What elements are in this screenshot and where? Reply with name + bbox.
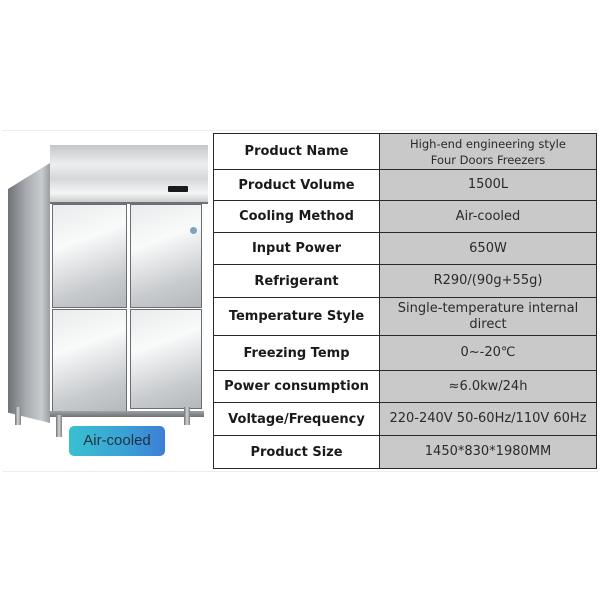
spec-label: Power consumption (213, 370, 380, 403)
freezer-base (50, 411, 204, 417)
table-row: Product Name High-end engineering style … (213, 133, 597, 170)
freezer-door-bottom-right (130, 309, 202, 409)
freezer-door-top-right (130, 204, 202, 308)
spec-label: Product Name (213, 133, 380, 170)
table-row: Product Volume 1500L (213, 169, 597, 201)
spec-value: 0~-20℃ (379, 335, 597, 371)
spec-label: Temperature Style (213, 297, 380, 336)
freezer-leg-icon (56, 415, 62, 437)
freezer-control-header (50, 180, 208, 204)
table-row: Voltage/Frequency 220-240V 50-60Hz/110V … (213, 402, 597, 436)
table-row: Input Power 650W (213, 232, 597, 265)
spec-label: Cooling Method (213, 200, 380, 233)
spec-value: High-end engineering style Four Doors Fr… (379, 133, 597, 170)
spec-value: ≈6.0kw/24h (379, 370, 597, 403)
spec-label: Freezing Temp (213, 335, 380, 371)
freezer-door-top-left (52, 204, 127, 308)
spec-value: R290/(90g+55g) (379, 264, 597, 298)
freezer-door-bottom-left (52, 309, 127, 413)
table-row: Freezing Temp 0~-20℃ (213, 335, 597, 371)
spec-value: 1450*830*1980MM (379, 435, 597, 469)
spec-value: Air-cooled (379, 200, 597, 233)
freezer-side-panel (8, 163, 50, 423)
brand-logo-icon (190, 227, 197, 234)
spec-value-line: Single-temperature internal (397, 300, 579, 316)
spec-value-line: direct (469, 316, 507, 332)
freezer-leg-icon (184, 407, 190, 425)
spec-label: Voltage/Frequency (213, 402, 380, 436)
spec-label: Input Power (213, 232, 380, 265)
spec-value: Single-temperature internal direct (379, 297, 597, 336)
freezer-leg-icon (15, 407, 21, 425)
spec-label: Product Size (213, 435, 380, 469)
spec-value: 220-240V 50-60Hz/110V 60Hz (379, 402, 597, 436)
freezer-top-panel (50, 145, 208, 182)
spec-table: Product Name High-end engineering style … (213, 133, 597, 469)
product-image-freezer (8, 145, 208, 440)
spec-value-line: High-end engineering style (410, 136, 566, 151)
table-row: Product Size 1450*830*1980MM (213, 435, 597, 469)
table-row: Temperature Style Single-temperature int… (213, 297, 597, 336)
cooling-type-badge: Air-cooled (69, 426, 165, 456)
freezer-display-icon (168, 186, 188, 192)
spec-value: 1500L (379, 169, 597, 201)
content-frame (2, 130, 598, 472)
table-row: Power consumption ≈6.0kw/24h (213, 370, 597, 403)
spec-value: 650W (379, 232, 597, 265)
table-row: Cooling Method Air-cooled (213, 200, 597, 233)
table-row: Refrigerant R290/(90g+55g) (213, 264, 597, 298)
spec-label: Product Volume (213, 169, 380, 201)
spec-value-line: Four Doors Freezers (430, 152, 546, 167)
spec-label: Refrigerant (213, 264, 380, 298)
